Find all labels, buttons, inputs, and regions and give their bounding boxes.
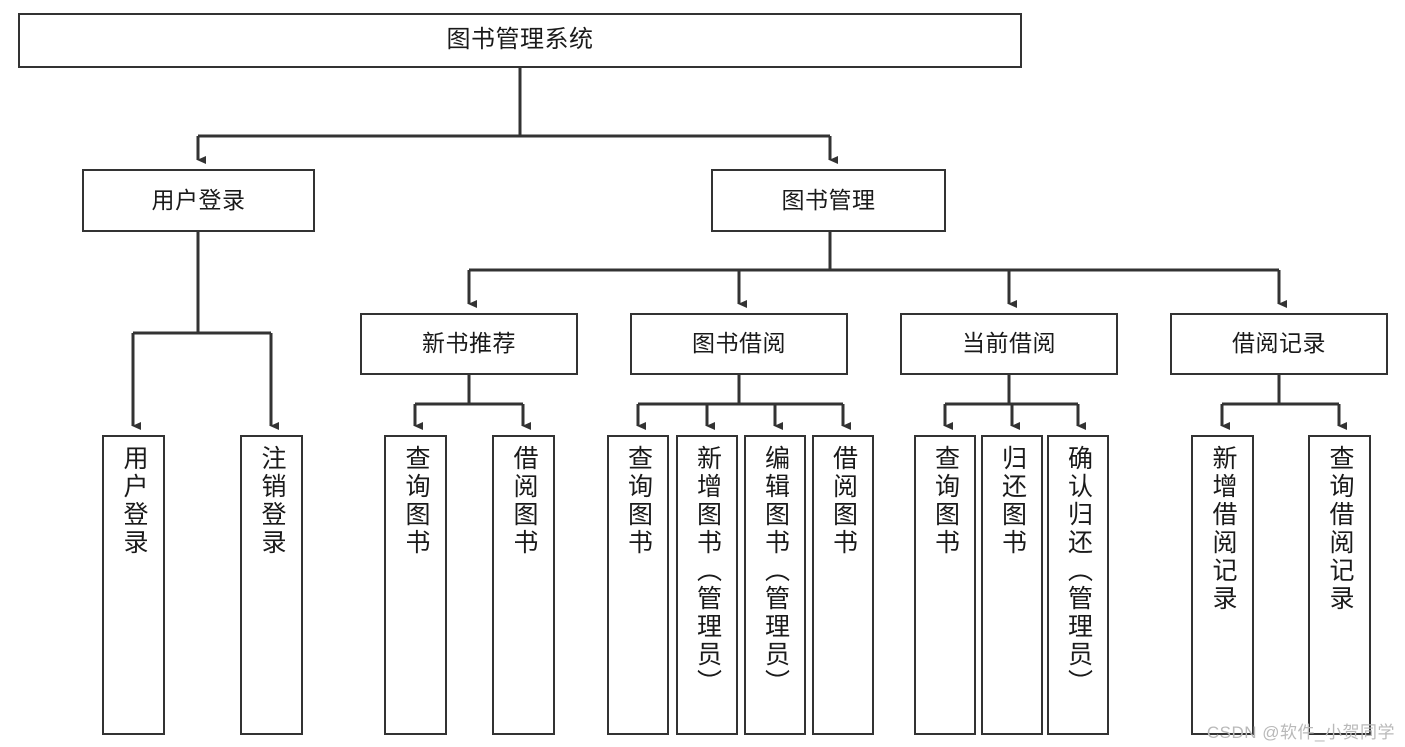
node-label: 用户登录 xyxy=(120,445,148,557)
node-user-login[interactable]: 用户登录 xyxy=(82,169,315,232)
node-new-book-rec[interactable]: 新书推荐 xyxy=(360,313,578,375)
node-label: 图书借阅 xyxy=(692,330,786,357)
node-book-borrow[interactable]: 图书借阅 xyxy=(630,313,848,375)
node-label: 查询图书 xyxy=(931,445,960,557)
node-label: 注销登录 xyxy=(258,445,286,557)
node-leaf-query-book-3[interactable]: 查询图书 xyxy=(914,435,976,735)
node-leaf-add-record[interactable]: 新增借阅记录 xyxy=(1191,435,1254,735)
node-label: 归还图书 xyxy=(998,445,1027,557)
node-label: 当前借阅 xyxy=(962,330,1056,357)
node-current-borrow[interactable]: 当前借阅 xyxy=(900,313,1118,375)
node-leaf-borrow-book-2[interactable]: 借阅图书 xyxy=(812,435,874,735)
node-label: 用户登录 xyxy=(151,186,246,213)
node-label: 新书推荐 xyxy=(422,330,516,357)
node-leaf-return-book[interactable]: 归还图书 xyxy=(981,435,1043,735)
node-leaf-query-record[interactable]: 查询借阅记录 xyxy=(1308,435,1371,735)
node-label: 新增借阅记录 xyxy=(1209,445,1237,613)
node-borrow-record[interactable]: 借阅记录 xyxy=(1170,313,1388,375)
node-label: 查询图书 xyxy=(624,445,653,557)
node-leaf-query-book-2[interactable]: 查询图书 xyxy=(607,435,669,735)
watermark: CSDN @软件_小贺同学 xyxy=(1206,723,1395,742)
node-root-system[interactable]: 图书管理系统 xyxy=(18,13,1022,68)
node-leaf-user-login[interactable]: 用户登录 xyxy=(102,435,165,735)
node-label: 图书管理系统 xyxy=(446,26,594,54)
node-leaf-confirm-return[interactable]: 确认归还（管理员） xyxy=(1047,435,1109,735)
node-label: 新增图书（管理员） xyxy=(693,445,722,697)
node-leaf-logout[interactable]: 注销登录 xyxy=(240,435,303,735)
node-book-manage[interactable]: 图书管理 xyxy=(711,169,946,232)
node-leaf-borrow-book-1[interactable]: 借阅图书 xyxy=(492,435,555,735)
node-leaf-add-book[interactable]: 新增图书（管理员） xyxy=(676,435,738,735)
node-label: 编辑图书（管理员） xyxy=(761,445,790,697)
node-label: 查询图书 xyxy=(402,445,430,557)
node-label: 图书管理 xyxy=(781,186,876,213)
node-label: 查询借阅记录 xyxy=(1326,445,1354,613)
node-label: 借阅图书 xyxy=(829,445,858,557)
node-label: 确认归还（管理员） xyxy=(1064,445,1093,697)
node-label: 借阅图书 xyxy=(510,445,538,557)
node-leaf-query-book-1[interactable]: 查询图书 xyxy=(384,435,447,735)
node-leaf-edit-book[interactable]: 编辑图书（管理员） xyxy=(744,435,806,735)
node-label: 借阅记录 xyxy=(1232,330,1326,357)
